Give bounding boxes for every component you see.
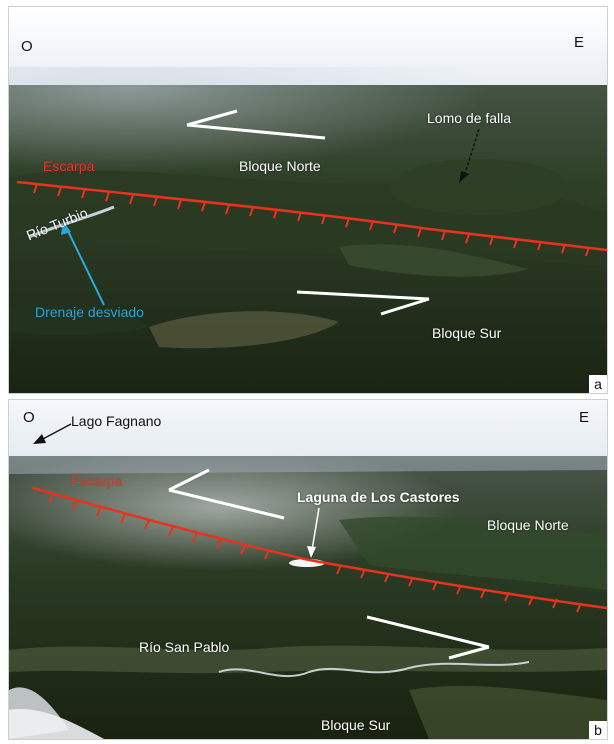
label-bloque-sur-a: Bloque Sur — [432, 325, 502, 341]
panel-tag-b: b — [589, 721, 607, 739]
motion-arrow-north-b — [168, 468, 285, 520]
compass-east-a: E — [574, 34, 585, 51]
fault-line-a — [16, 180, 607, 257]
label-lago-fagnano: Lago Fagnano — [71, 413, 162, 429]
photo-panel-a: O E Lomo de falla Escarpa Bloque Norte R… — [8, 6, 608, 394]
label-bloque-sur-b: Bloque Sur — [321, 717, 391, 733]
label-bloque-norte-a: Bloque Norte — [239, 158, 321, 174]
fault-line-b — [32, 486, 607, 613]
label-laguna-castores: Laguna de Los Castores — [297, 489, 460, 505]
motion-arrow-north-a — [186, 109, 326, 140]
label-rio-san-pablo: Río San Pablo — [139, 639, 230, 655]
photo-panel-b: O E Lago Fagnano Escarpa Laguna de Los C… — [8, 399, 608, 740]
pointer-arrow-laguna — [307, 507, 320, 558]
pointer-arrow-lomo — [459, 128, 480, 183]
aerial-photo-a — [9, 7, 607, 393]
label-bloque-norte-b: Bloque Norte — [487, 517, 569, 533]
motion-arrow-south-b — [366, 615, 490, 660]
label-escarpa-a: Escarpa — [43, 158, 95, 174]
pointer-arrow-drenaje — [61, 221, 105, 306]
aerial-photo-b — [9, 400, 607, 739]
motion-arrow-south-a — [296, 290, 430, 316]
compass-west-b: O — [23, 409, 35, 426]
compass-west-a: O — [21, 38, 33, 55]
label-escarpa-b: Escarpa — [71, 473, 123, 489]
compass-east-b: E — [579, 409, 590, 426]
panel-tag-a: a — [589, 375, 607, 393]
label-lomo-de-falla: Lomo de falla — [427, 110, 512, 126]
pointer-arrow-lago — [33, 423, 72, 444]
label-drenaje-desviado: Drenaje desviado — [35, 304, 144, 320]
